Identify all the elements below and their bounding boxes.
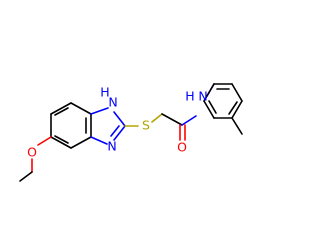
benzene-ring [50,102,92,149]
atom-label-s: S [142,118,150,133]
bond [37,136,52,146]
double-bond-inner [110,125,120,137]
molecule-structure: H N N S O N H O [19,83,243,182]
bond [113,111,126,127]
bond [151,113,163,123]
atom-label-n: N [198,89,207,104]
bond [70,136,92,149]
bond [161,113,183,126]
bond [90,107,109,115]
atom-label-n: N [107,139,116,154]
bond [203,100,215,119]
imidazole-ring [90,107,126,145]
bond [50,102,72,115]
bond [19,171,33,182]
double-bond-inner [228,101,238,115]
bond [113,125,126,141]
bond [231,83,243,102]
methoxy-group [19,136,52,182]
bond [181,115,197,126]
atom-label-n: N [108,95,117,110]
double-bond-inner [54,107,69,116]
bond [70,102,92,115]
thioether-linkage [124,113,183,127]
atom-label-h: H [185,89,194,104]
atom-label-o: O [27,145,37,160]
methyl-bond [231,117,243,135]
bond [50,136,72,149]
bond [203,83,215,102]
bond [90,136,108,145]
bond [231,100,243,119]
atom-label-o: O [177,140,187,155]
double-bond-inner [208,100,217,114]
double-bond-inner [54,135,69,144]
tolyl-ring [203,83,243,135]
atom-label-h: H [100,85,109,100]
